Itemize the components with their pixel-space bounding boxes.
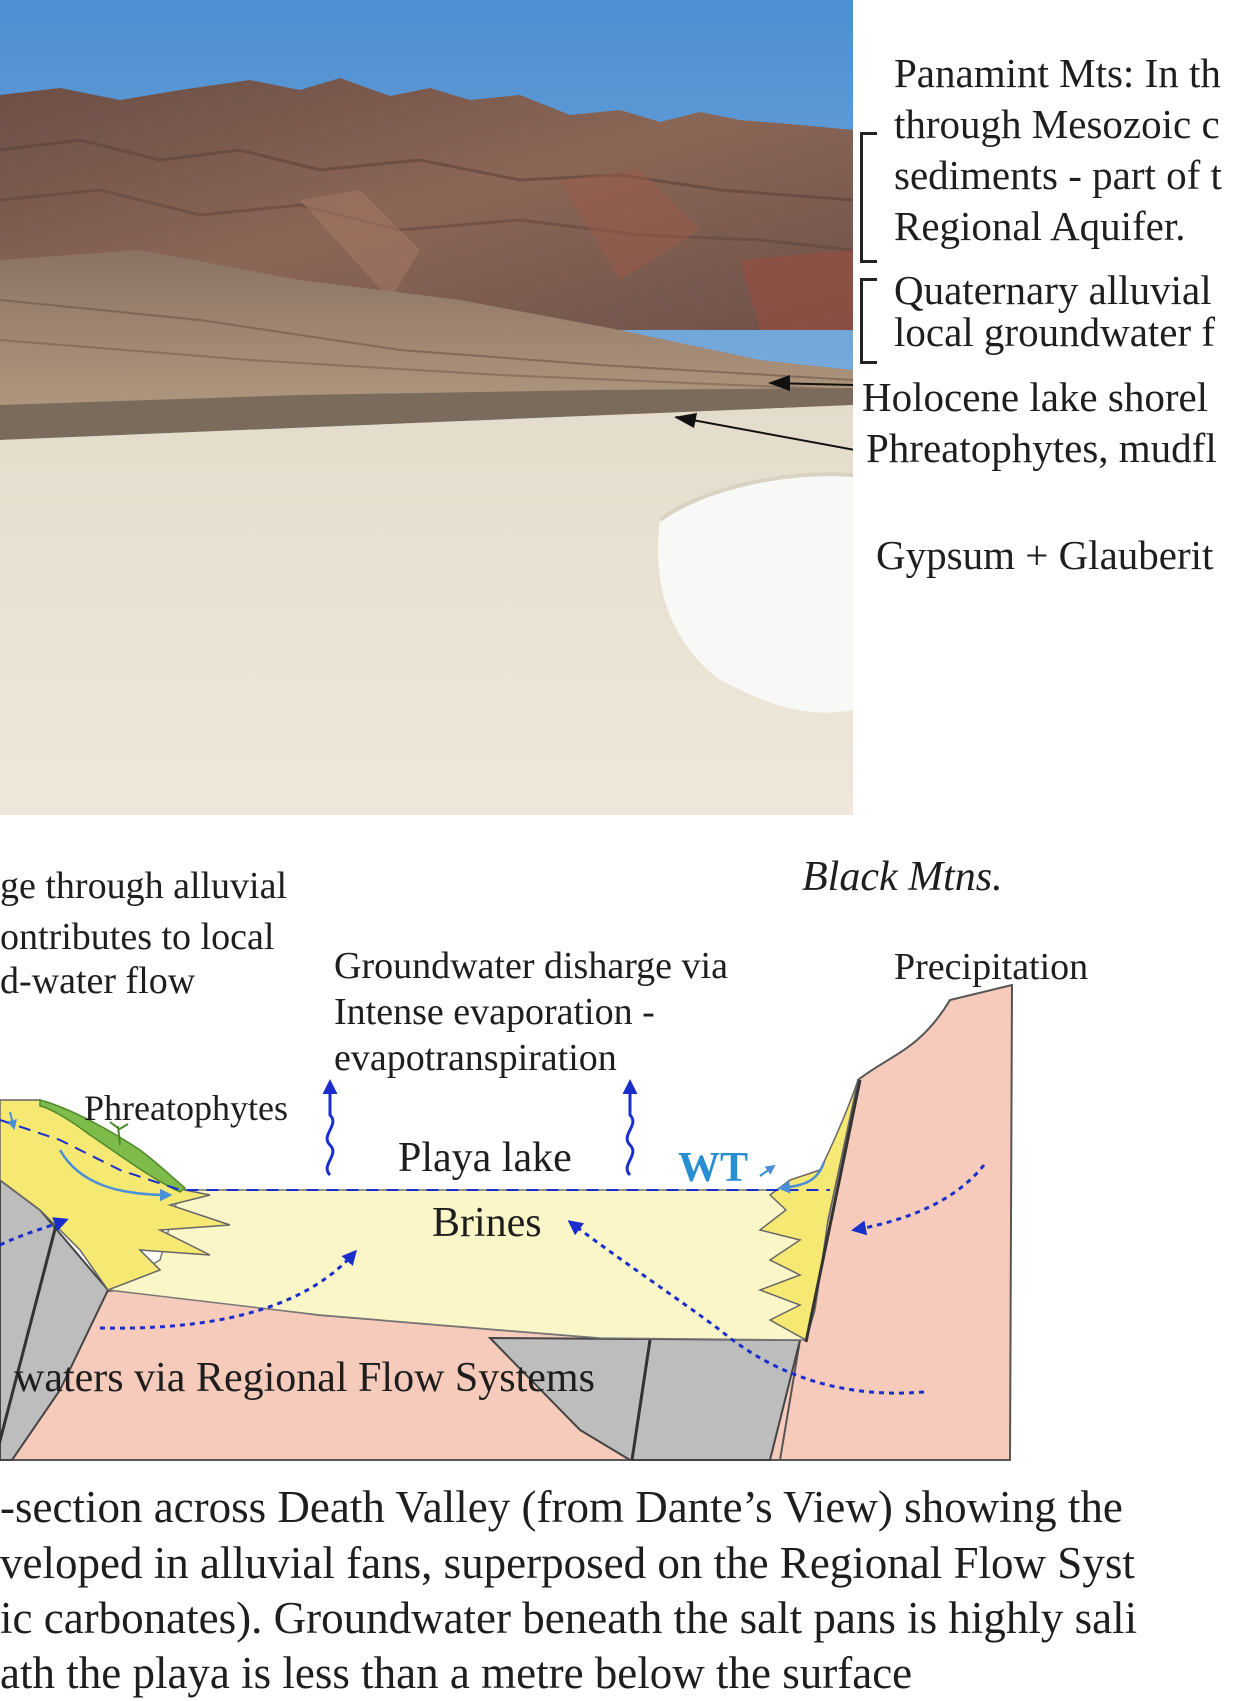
caption-line-2: veloped in alluvial fans, superposed on … bbox=[0, 1538, 1135, 1588]
water-table-label: WT bbox=[678, 1145, 749, 1191]
caption-line-4: ath the playa is less than a metre below… bbox=[0, 1648, 913, 1698]
panamint-bracket bbox=[860, 132, 877, 263]
panamint-label-line-2: through Mesozoic c bbox=[894, 101, 1220, 147]
panamint-label-line-1: Panamint Mts: In th bbox=[894, 50, 1221, 96]
holocene-shoreline-label: Holocene lake shorel bbox=[862, 374, 1209, 420]
regional-flow-arrow-3 bbox=[567, 1220, 925, 1395]
recharge-label-line-2: ontributes to local bbox=[0, 916, 275, 958]
caption-line-3: ic carbonates). Groundwater beneath the … bbox=[0, 1593, 1138, 1643]
phreatophytes-mudflat-label: Phreatophytes, mudfl bbox=[866, 425, 1217, 471]
panamint-label-line-3: sediments - part of t bbox=[894, 152, 1222, 198]
caption-line-1: -section across Death Valley (from Dante… bbox=[0, 1482, 1123, 1532]
quaternary-label-line-2: local groundwater f bbox=[894, 309, 1216, 355]
regional-flow-arrow-4 bbox=[851, 1164, 986, 1236]
panamint-label-line-4: Regional Aquifer. bbox=[894, 203, 1186, 249]
regional-flow-arrow-2 bbox=[0, 1217, 69, 1247]
brines-label: Brines bbox=[432, 1200, 542, 1246]
death-valley-photo bbox=[0, 0, 853, 815]
precipitation-label: Precipitation bbox=[894, 946, 1089, 988]
discharge-label-line-3: evapotranspiration bbox=[334, 1037, 617, 1079]
playa-lake-label: Playa lake bbox=[398, 1135, 572, 1181]
quaternary-bracket bbox=[860, 278, 877, 364]
recharge-label-line-3: d-water flow bbox=[0, 960, 196, 1002]
gypsum-glauberite-label: Gypsum + Glauberit bbox=[876, 532, 1214, 578]
water-table-line bbox=[0, 1119, 830, 1191]
discharge-label-line-2: Intense evaporation - bbox=[334, 991, 655, 1033]
black-mtns-label: Black Mtns. bbox=[802, 854, 1003, 900]
regional-flow-label: waters via Regional Flow Systems bbox=[14, 1355, 595, 1401]
recharge-label-line-1: ge through alluvial bbox=[0, 865, 288, 907]
phreatophyte-vegetation bbox=[39, 1099, 187, 1193]
quaternary-label-line-1: Quaternary alluvial bbox=[894, 267, 1212, 313]
phreatophytes-label: Phreatophytes bbox=[84, 1088, 288, 1128]
evaporation-arrow-right bbox=[622, 1079, 638, 1177]
discharge-label-line-1: Groundwater disharge via bbox=[334, 945, 728, 987]
regional-flow-arrow-1 bbox=[99, 1249, 357, 1330]
cross-section-diagram bbox=[0, 850, 1250, 1470]
evaporation-arrow-left bbox=[322, 1079, 338, 1177]
